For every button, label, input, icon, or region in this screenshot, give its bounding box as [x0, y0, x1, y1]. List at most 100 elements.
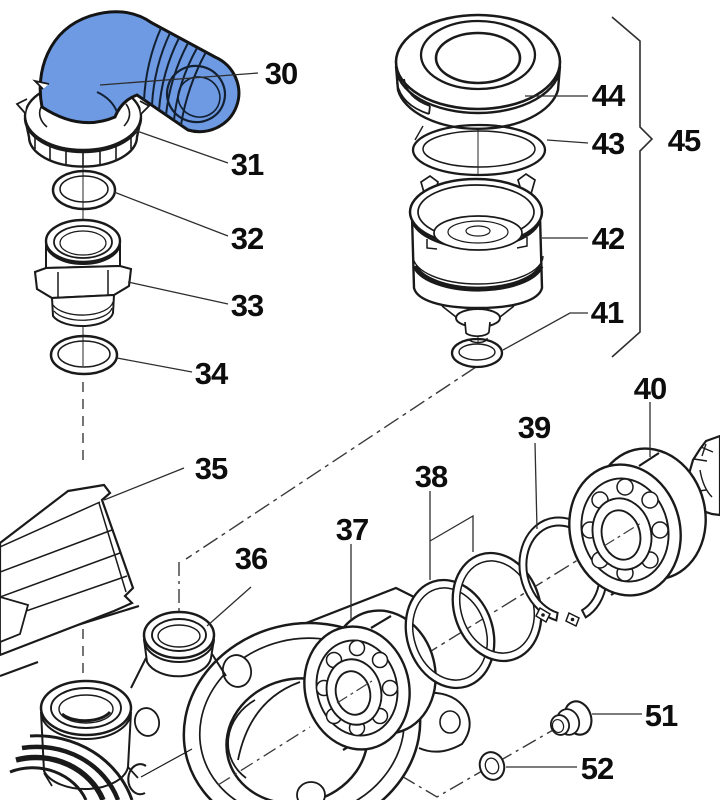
part-40-bearing	[568, 447, 707, 597]
ringnut-lug-right	[139, 100, 151, 115]
part-label-31: 31	[231, 147, 264, 182]
washer-outer	[478, 751, 506, 781]
washer-inner	[484, 757, 500, 775]
ringnut-lug-topleft	[32, 79, 50, 90]
cartridge-seal-band	[412, 264, 544, 292]
part-35-mounting-rail	[0, 483, 135, 657]
part-33-hex-nipple	[33, 218, 133, 328]
ringnut-bore-arcs	[38, 103, 131, 128]
part-39-snap-ring	[518, 516, 608, 628]
cap-hole	[434, 31, 522, 85]
cartridge-collar-notches	[426, 237, 528, 250]
elbow-body	[38, 10, 241, 134]
leader-35	[103, 467, 185, 501]
flange-bolt-hole-bottom	[296, 781, 326, 800]
cap-inner-ring	[419, 19, 537, 91]
flange-bolt-hole-left	[133, 707, 161, 737]
group-bracket-45	[611, 16, 654, 358]
part-label-40: 40	[634, 371, 666, 406]
cartridge-stem	[464, 321, 491, 338]
left-port-inner	[50, 687, 122, 729]
oring34-outer	[49, 334, 119, 376]
ear-bolt-hole	[439, 710, 461, 734]
leader-36	[206, 586, 252, 627]
leader-34	[116, 357, 193, 373]
ring43-inner	[422, 130, 536, 168]
part-label-36: 36	[235, 541, 268, 576]
center-port-boss	[130, 653, 227, 689]
cartridge-piston-center	[465, 225, 491, 237]
part-43-backup-ring	[411, 123, 547, 177]
axis-in-bore-37	[336, 680, 373, 704]
cartridge-piston-inner	[447, 220, 509, 244]
snapring-body	[518, 516, 608, 622]
nipple-thread-arcs	[52, 301, 114, 321]
corner-arc-2	[21, 744, 121, 800]
part-label-30: 30	[265, 56, 297, 91]
part-label-51: 51	[645, 698, 678, 733]
part-label-35: 35	[195, 451, 228, 486]
part-label-43: 43	[592, 126, 625, 161]
rail-step-block	[0, 596, 30, 643]
bearing40-bore	[600, 509, 642, 561]
leader-39	[534, 442, 538, 530]
part-32-o-ring	[51, 169, 117, 211]
oring32-outer	[51, 169, 117, 211]
cap-bayonet-slot	[396, 78, 431, 115]
oring41-inner	[458, 343, 496, 361]
leader-lines	[99, 16, 654, 768]
leader-31	[133, 129, 229, 164]
plug-face-inner	[551, 718, 565, 734]
part-38-shim-rings	[404, 551, 543, 690]
cartridge-band-line	[412, 255, 544, 285]
center-port-bore	[157, 624, 201, 648]
oring41-outer	[450, 337, 504, 369]
elbow-end-lip	[165, 64, 227, 124]
leader-30	[99, 72, 259, 86]
drain-hole	[127, 763, 147, 796]
corner-arc-4	[9, 766, 88, 800]
part-37-bearing	[303, 609, 437, 751]
hidden-leader-stub	[140, 748, 193, 778]
oring32-inner	[59, 175, 109, 203]
center-port-inner	[151, 618, 207, 652]
ring38b-outer	[451, 551, 543, 663]
part-41-o-ring	[450, 337, 504, 369]
ringnut-front-band	[23, 117, 143, 168]
part-label-37: 37	[336, 512, 368, 547]
part-label-45: 45	[668, 123, 701, 158]
flange-bolt-hole-top	[221, 654, 253, 688]
left-port-bore-shade	[61, 710, 112, 723]
part-31-ring-nut	[15, 79, 151, 168]
nipple-hex-facets	[57, 270, 109, 297]
nipple-hex	[33, 264, 133, 300]
rail-body	[0, 483, 135, 657]
centerline-valve-diagonal	[185, 366, 477, 560]
rail-detail-lines	[0, 501, 128, 621]
leader-41	[502, 312, 588, 351]
part-30-elbow-fitting	[38, 10, 241, 134]
part-label-42: 42	[592, 221, 624, 256]
leader-38	[429, 491, 474, 580]
leader-33	[127, 281, 229, 305]
nipple-socket	[53, 225, 113, 259]
part-label-52: 52	[581, 751, 613, 786]
corner-arc-3	[15, 754, 106, 800]
ringnut-castellations	[34, 137, 132, 166]
part-44-valve-cap	[394, 13, 562, 130]
part-34-o-ring	[49, 334, 119, 376]
centerline-plug	[329, 725, 561, 798]
nipple-socket-inner	[59, 230, 107, 256]
corner-arcs	[29, 734, 134, 800]
left-port-rim	[39, 679, 133, 737]
elbow-bend-line	[96, 91, 118, 113]
ring43-outer	[411, 123, 547, 177]
part-label-32: 32	[231, 221, 263, 256]
part-label-38: 38	[415, 459, 448, 494]
part-52-seal-washer	[478, 751, 506, 781]
part-labels: 30 31 32 33 34 35 36 37 38 39 40 41 42 4…	[195, 56, 702, 786]
axis-in-bore-40	[603, 522, 642, 547]
snapring-ear-right-hole	[570, 617, 575, 622]
